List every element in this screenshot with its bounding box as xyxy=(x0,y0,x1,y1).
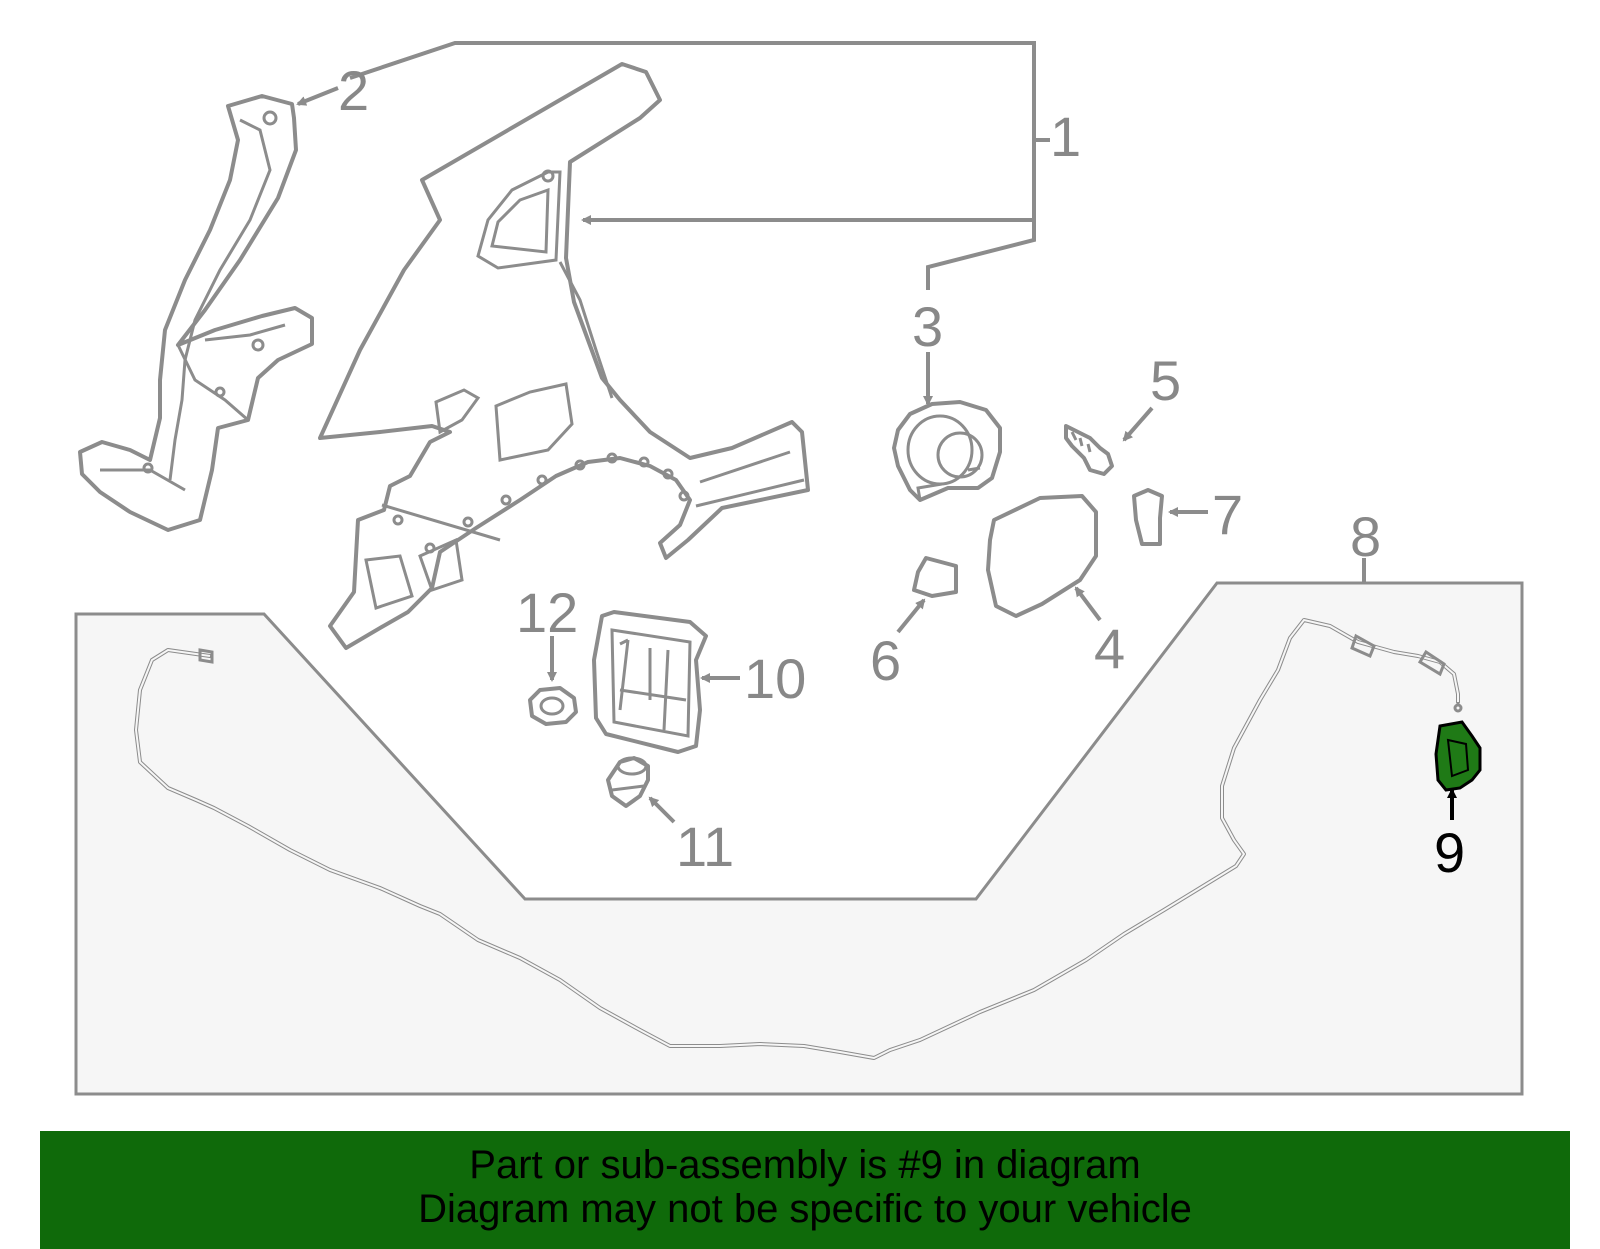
leader-11 xyxy=(648,796,676,824)
callout-8: 8 xyxy=(1350,505,1381,568)
caption-line-1: Part or sub-assembly is #9 in diagram xyxy=(469,1143,1141,1187)
callout-6: 6 xyxy=(870,629,901,692)
part-7-bumper xyxy=(1132,488,1164,546)
part-3-filler-housing xyxy=(892,400,1002,502)
part-2-inner-pillar xyxy=(78,94,314,532)
part-10-housing-frame xyxy=(592,610,708,754)
part-8-cable xyxy=(134,618,1463,1060)
callout-5: 5 xyxy=(1150,349,1181,412)
part-9-actuator-highlight xyxy=(1434,720,1482,792)
callout-3: 3 xyxy=(912,295,943,358)
part-11-clip xyxy=(606,756,650,808)
cable-assembly-panel xyxy=(74,581,1524,1096)
leader-4 xyxy=(1074,586,1102,622)
callout-10: 10 xyxy=(744,647,806,710)
callout-2: 2 xyxy=(338,59,369,122)
caption-line-2: Diagram may not be specific to your vehi… xyxy=(418,1187,1192,1231)
callout-1: 1 xyxy=(1050,105,1081,168)
callout-9: 9 xyxy=(1434,821,1465,884)
callout-7: 7 xyxy=(1212,483,1243,546)
callout-11: 11 xyxy=(676,815,734,878)
callout-4: 4 xyxy=(1094,617,1125,680)
caption-banner: Part or sub-assembly is #9 in diagram Di… xyxy=(40,1131,1570,1249)
leader-5 xyxy=(1122,406,1154,442)
part-6-pad xyxy=(912,556,958,598)
leader-2 xyxy=(296,86,339,106)
part-1-quarter-panel xyxy=(318,62,810,650)
part-12-grommet xyxy=(528,686,578,726)
callout-12: 12 xyxy=(516,581,578,644)
leader-6 xyxy=(896,598,926,634)
part-4-fuel-lid xyxy=(986,494,1098,618)
part-5-screw xyxy=(1064,424,1114,476)
